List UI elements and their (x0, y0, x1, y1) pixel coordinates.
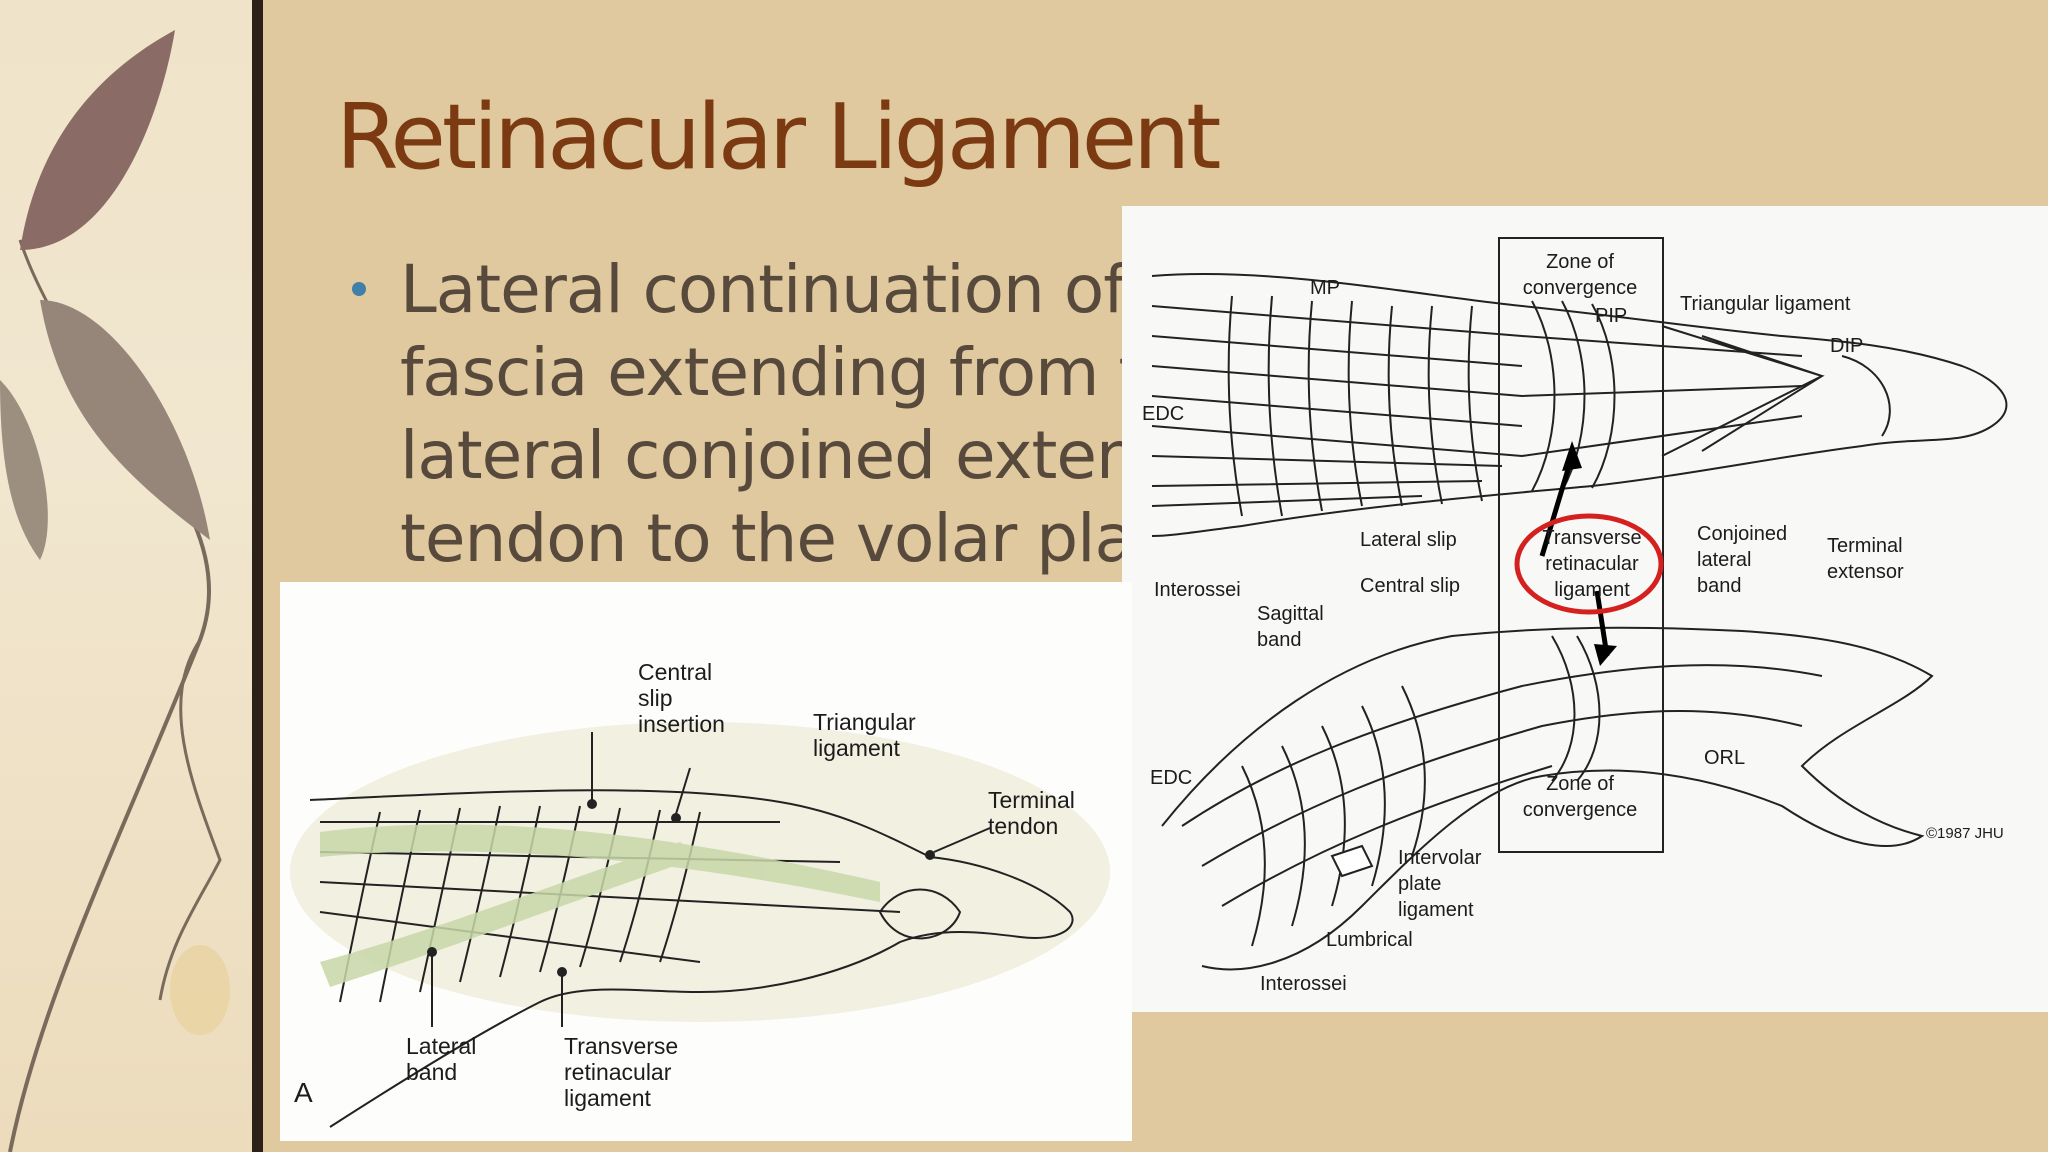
arrow-down-icon (1594, 644, 1617, 666)
top-finger-drawing (1151, 272, 2008, 537)
orl-label: ORL (1704, 747, 1745, 769)
triangular-ligament-label-1: Triangular (813, 709, 916, 735)
arrow-up-line (1539, 455, 1575, 557)
conjoined-label-1: Conjoined (1697, 523, 1787, 545)
terminal-tendon-label-2: tendon (988, 813, 1058, 839)
trl-label-3: ligament (1554, 579, 1630, 601)
intervolar-label-3: ligament (1398, 899, 1474, 921)
copyright-label: ©1987 JHU (1926, 825, 2004, 842)
finger-extensor-diagram-right: Zone of convergence PIP MP Triangular li… (1122, 206, 2048, 1012)
terminal-tendon-label-1: Terminal (988, 787, 1075, 813)
conjoined-label-2: lateral (1697, 549, 1751, 571)
lateral-bands (320, 824, 880, 987)
panel-letter: A (294, 1077, 313, 1108)
trl-left-label-3: ligament (564, 1085, 652, 1111)
dip-label: DIP (1830, 335, 1863, 357)
central-slip-label-2: slip (638, 685, 673, 711)
terminal-extensor-label-2: extensor (1827, 561, 1904, 583)
vertical-divider (252, 0, 263, 1152)
highlight-circle (1514, 513, 1664, 615)
interossei-bottom-label: Interossei (1260, 973, 1347, 995)
edc-bottom-label: EDC (1150, 767, 1192, 789)
bullet-text: Lateral continuation of the fascia exten… (400, 251, 1252, 577)
central-slip-label: Central slip (1360, 575, 1460, 597)
lateral-finger-illustration: Central slip insertion Triangular ligame… (290, 659, 1110, 1128)
mp-label: MP (1310, 277, 1340, 299)
finger-extensor-diagram-left: Central slip insertion Triangular ligame… (280, 582, 1132, 1141)
trl-left-label-2: retinacular (564, 1059, 672, 1085)
trl-label-2: retinacular (1545, 553, 1639, 575)
central-slip-label-3: insertion (638, 711, 725, 737)
lateral-band-label-2: band (406, 1059, 457, 1085)
zone-top-label-2: convergence (1523, 277, 1638, 299)
lateral-band-label-1: Lateral (406, 1033, 476, 1059)
zone-top-label-1: Zone of (1546, 251, 1614, 273)
conjoined-label-3: band (1697, 575, 1742, 597)
sagittal-band-label-1: Sagittal (1257, 603, 1324, 625)
trl-left-label-1: Transverse (564, 1033, 678, 1059)
slide-title: Retinacular Ligament (336, 85, 1221, 190)
bottom-finger-drawing (1161, 626, 1934, 971)
bullet-dot-icon (352, 282, 366, 296)
terminal-extensor-label-1: Terminal (1827, 535, 1903, 557)
zone-box (1498, 237, 1664, 853)
leaf-illustration (0, 30, 230, 1152)
extensor-mechanism-illustration: Zone of convergence PIP MP Triangular li… (1142, 237, 2008, 995)
intervolar-label-1: Intervolar (1398, 847, 1482, 869)
zone-bottom-label-2: convergence (1523, 799, 1638, 821)
triangular-ligament-label: Triangular ligament (1680, 293, 1851, 315)
decorative-leaf-panel (0, 0, 252, 1152)
lumbrical-label: Lumbrical (1326, 929, 1413, 951)
interossei-top-label: Interossei (1154, 579, 1241, 601)
lateral-slip-label: Lateral slip (1360, 529, 1457, 551)
finger-outline (309, 789, 1074, 1128)
sagittal-band-label-2: band (1257, 629, 1302, 651)
arrow-up-icon (1562, 441, 1582, 471)
central-slip-label-1: Central (638, 659, 712, 685)
pip-label: PIP (1595, 305, 1627, 327)
intervolar-label-2: plate (1398, 873, 1441, 895)
edc-top-label: EDC (1142, 403, 1184, 425)
trl-label-1: Transverse (1542, 527, 1641, 549)
zone-bottom-label-1: Zone of (1546, 773, 1614, 795)
triangular-ligament-label-2: ligament (813, 735, 901, 761)
